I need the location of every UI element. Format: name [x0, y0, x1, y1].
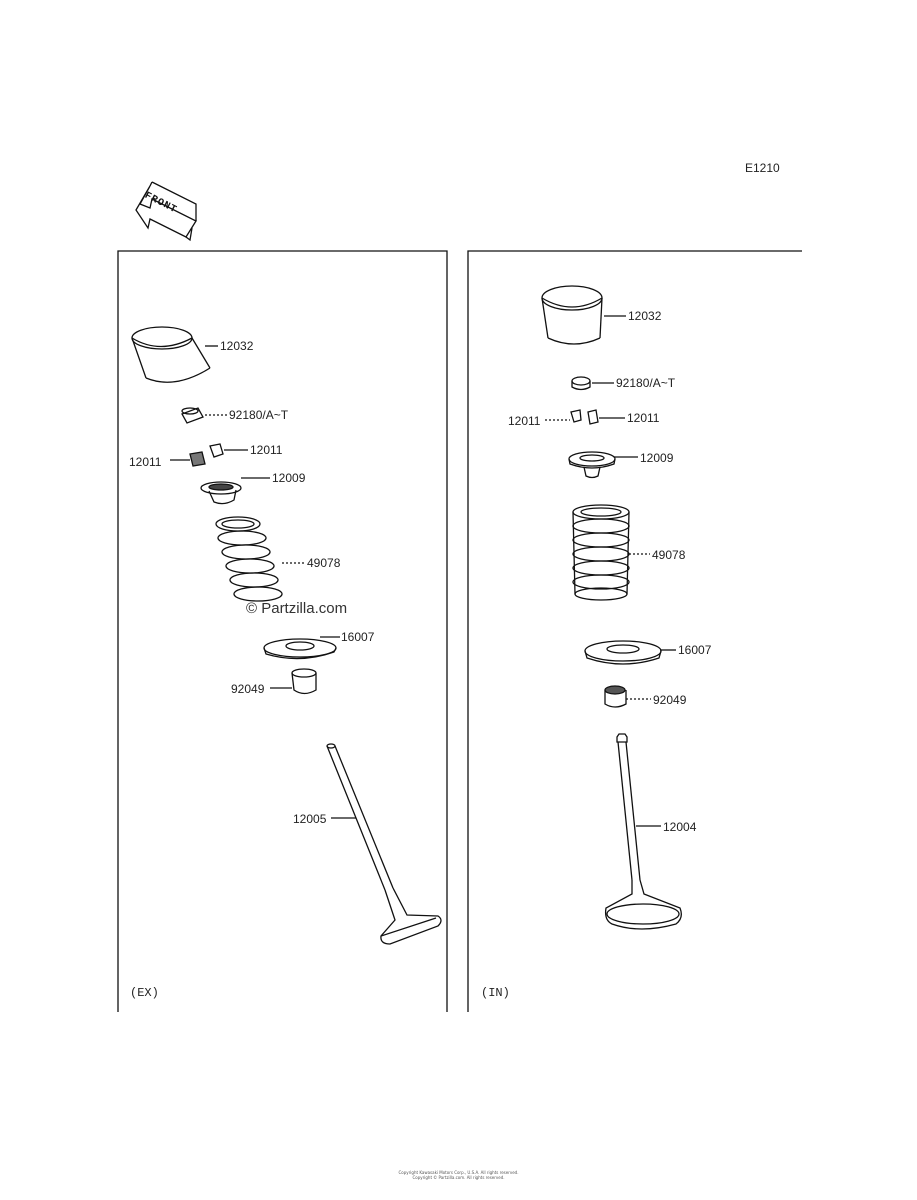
left-label-92049: 92049: [231, 682, 265, 696]
left-label-12009: 12009: [272, 471, 306, 485]
footer-copyright: Copyright Kawasaki Motors Corp., U.S.A. …: [300, 1170, 617, 1180]
right-panel-border: [467, 250, 802, 1012]
right-label-92049: 92049: [653, 693, 687, 707]
left-label-12011b: 12011: [129, 455, 162, 469]
right-label-92180: 92180/A~T: [616, 376, 676, 390]
right-shim-92180: [571, 376, 591, 391]
right-keeper-12011a: [570, 409, 582, 423]
left-shim-92180: [181, 407, 204, 424]
left-spring-49078: [215, 516, 283, 602]
right-label-12032: 12032: [628, 309, 662, 323]
left-retainer-12009: [200, 481, 242, 505]
right-label-12004: 12004: [663, 820, 697, 834]
right-label-12011a: 12011: [508, 414, 541, 428]
left-seat-16007: [263, 638, 337, 660]
right-retainer-12009: [568, 451, 616, 479]
left-label-16007: 16007: [341, 630, 375, 644]
left-label-49078: 49078: [307, 556, 341, 570]
left-seal-92049: [291, 668, 317, 695]
right-label-12009: 12009: [640, 451, 674, 465]
right-panel-label: (IN): [481, 986, 510, 1000]
right-seat-16007: [584, 640, 662, 665]
left-label-12005: 12005: [293, 812, 327, 826]
left-label-12011a: 12011: [250, 443, 283, 457]
right-label-12011b: 12011: [627, 411, 660, 425]
right-spring-49078: [572, 504, 630, 601]
front-arrow-icon: [135, 181, 197, 242]
diagram-code: E1210: [745, 161, 780, 175]
left-tappet-12032: [131, 326, 211, 383]
right-label-49078: 49078: [652, 548, 686, 562]
left-label-92180: 92180/A~T: [229, 408, 289, 422]
left-keeper-12011a: [209, 443, 224, 458]
right-keeper-12011b: [587, 409, 599, 425]
left-panel-border: [117, 250, 448, 1012]
left-valve-12005: [326, 743, 442, 945]
right-label-16007: 16007: [678, 643, 712, 657]
left-label-12032: 12032: [220, 339, 254, 353]
right-valve-12004: [604, 733, 682, 930]
footer-line-2: Copyright © Partzilla.com. All rights re…: [412, 1175, 505, 1180]
footer-line-1: Copyright Kawasaki Motors Corp., U.S.A. …: [398, 1170, 519, 1175]
watermark: © Partzilla.com: [246, 600, 348, 617]
right-seal-92049: [604, 685, 627, 708]
right-tappet-12032: [541, 285, 603, 345]
left-keeper-12011b: [189, 451, 206, 467]
left-panel-label: (EX): [130, 986, 159, 1000]
